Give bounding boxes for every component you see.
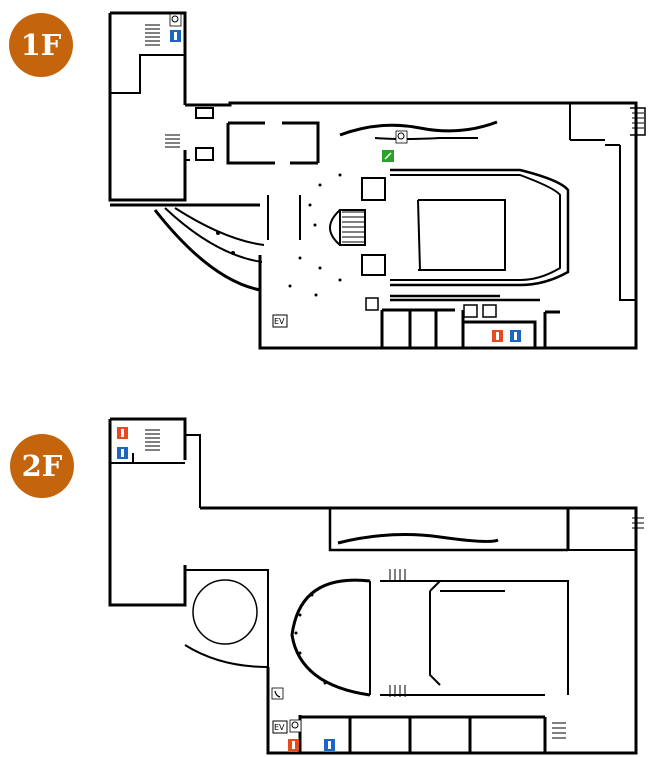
east-wing-2f (545, 549, 636, 695)
upper-lobby-wall-2f (328, 508, 568, 552)
foyer-left-wall (267, 195, 301, 240)
foyer-wall (361, 177, 386, 276)
telephone-icon (271, 687, 284, 700)
accessible-icon (289, 719, 302, 733)
corridor-inner (185, 107, 214, 161)
restroom-icon (492, 330, 503, 342)
west-tower-wall-2f (108, 417, 187, 607)
floor-label-2f: 2F (10, 434, 74, 498)
elevator-label-2f: EV (274, 723, 285, 732)
auditorium-curve-2f (290, 578, 371, 697)
restroom-icon (510, 330, 521, 342)
floor-1-plan: 1F (0, 0, 649, 370)
restroom-icon (117, 447, 128, 459)
west-tower-inner (110, 54, 185, 94)
main-building-outline-2f (200, 506, 638, 755)
restroom-icon (117, 427, 128, 439)
hall-inner (390, 174, 561, 281)
floor-label-1f: 1F (9, 13, 73, 77)
corridor-wall (110, 101, 638, 350)
curved-wall-second (374, 137, 478, 140)
floor-2-map: EV (108, 417, 644, 755)
stage-inner-2f (429, 580, 505, 686)
hall-stage-wall (390, 168, 570, 287)
stairs-curve (329, 209, 341, 246)
auditorium-side-wall (369, 580, 545, 696)
elevator-label-1f: EV (274, 317, 285, 326)
south-rooms (380, 308, 560, 348)
restroom-icon (170, 30, 181, 42)
floor-1-map: EV (108, 11, 646, 350)
curved-entrance-outer (153, 209, 261, 292)
accessible-icon (169, 13, 182, 27)
restroom-icon (288, 739, 299, 751)
long-beam (390, 294, 540, 302)
restroom-icon (324, 739, 335, 751)
stairs-box (339, 209, 366, 246)
west-tower-wall (108, 11, 187, 202)
round-room-2f (192, 579, 258, 645)
floor-2-plan: 2F (0, 405, 649, 757)
east-wall-block (569, 103, 636, 301)
curved-wall-2f (337, 533, 499, 545)
curved-entrance-inner (164, 207, 265, 263)
west-tower-inner-2f (110, 434, 201, 508)
room-top-left (226, 121, 320, 165)
south-rooms-2f (298, 715, 547, 753)
curved-wall-top (339, 120, 498, 137)
accessible-icon (395, 130, 408, 144)
east-stair-outline (630, 107, 646, 136)
emergency-exit-icon (382, 150, 394, 162)
stage-inner-wall (417, 199, 506, 271)
rotunda-walls (184, 569, 269, 669)
